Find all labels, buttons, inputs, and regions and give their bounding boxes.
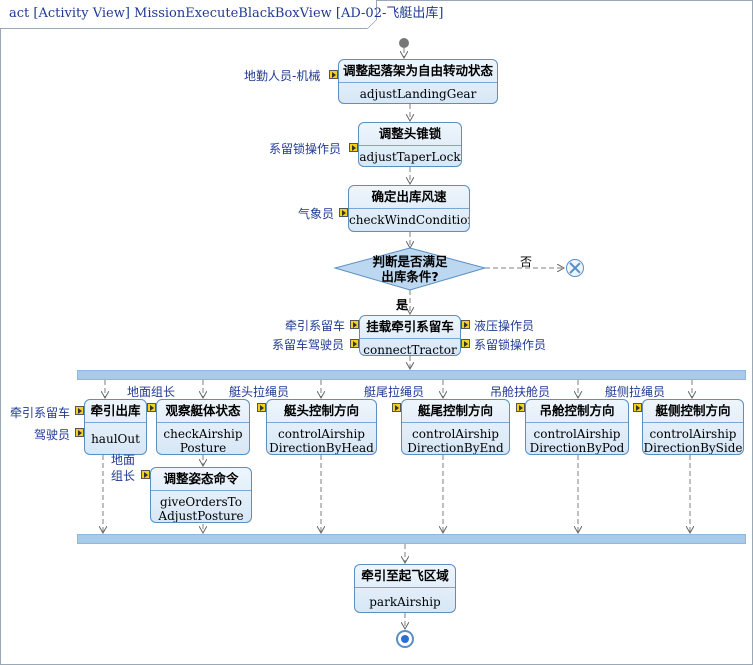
pin-label-tractor: 牵引系留车	[285, 319, 346, 333]
pin-tractor-driver	[350, 339, 359, 348]
pin-mooring-lock-op-1	[349, 143, 358, 152]
pin-label-ground-mech: 地勤人员-机械	[244, 69, 321, 83]
pin-driver	[75, 428, 84, 437]
pin-label-ground-leader-2: 地面 组长	[111, 453, 136, 483]
flow-final-node	[566, 259, 584, 277]
pin-label-tractor-driver: 系留车驾驶员	[272, 338, 345, 352]
initial-node	[399, 38, 409, 48]
decision-yes-label: 是	[396, 298, 409, 312]
pin-tail-rope	[392, 403, 401, 412]
pin-label-tractor-2: 牵引系留车	[10, 406, 71, 420]
pin-ground-mech	[329, 70, 338, 79]
pin-tractor	[350, 320, 359, 329]
pin-label-ground-leader: 地面组长	[127, 385, 176, 399]
decision-node	[333, 247, 487, 291]
pin-ground-leader-2	[141, 470, 150, 479]
action-park-airship[interactable]: 牵引至起飞区域 parkAirship	[354, 564, 456, 613]
fork-bar	[77, 370, 746, 380]
join-bar	[77, 534, 746, 544]
pin-label-pod-support: 吊舱扶舱员	[490, 385, 551, 399]
pin-label-side-rope: 艇侧拉绳员	[605, 385, 666, 399]
pin-label-head-rope: 艇头拉绳员	[229, 385, 290, 399]
pin-label-driver: 驾驶员	[34, 428, 71, 442]
decision-no-label: 否	[520, 255, 533, 269]
pin-tractor-2	[75, 406, 84, 415]
action-adjust-taper-lock[interactable]: 调整头锥锁 adjustTaperLock	[358, 122, 462, 167]
pin-meteorologist	[339, 208, 348, 217]
pin-ground-leader	[147, 403, 156, 412]
action-haul-out[interactable]: 牵引出库 haulOut	[84, 399, 147, 455]
action-check-wind[interactable]: 确定出库风速 checkWindCondition	[348, 185, 470, 232]
pin-side-rope	[633, 403, 642, 412]
pin-label-mooring-lock-op-2: 系留锁操作员	[474, 338, 547, 352]
pin-label-mooring-lock-op-1: 系留锁操作员	[269, 142, 342, 156]
pin-head-rope	[257, 403, 266, 412]
action-connect-tractor[interactable]: 挂载牵引系留车 connectTractor	[359, 315, 461, 356]
pin-mooring-lock-op-2	[461, 339, 470, 348]
decision-label: 判断是否满足 出库条件?	[372, 254, 448, 284]
diagram-title: act [Activity View] MissionExecuteBlackB…	[0, 0, 443, 29]
activity-final-node	[396, 630, 414, 648]
pin-pod-support	[516, 403, 525, 412]
action-adjust-landing-gear[interactable]: 调整起落架为自由转动状态 adjustLandingGear	[338, 59, 498, 104]
pin-label-meteorologist: 气象员	[298, 207, 335, 221]
pin-hydraulic-op	[461, 320, 470, 329]
pin-label-tail-rope: 艇尾拉绳员	[364, 385, 425, 399]
pin-label-hydraulic-op: 液压操作员	[474, 319, 535, 333]
